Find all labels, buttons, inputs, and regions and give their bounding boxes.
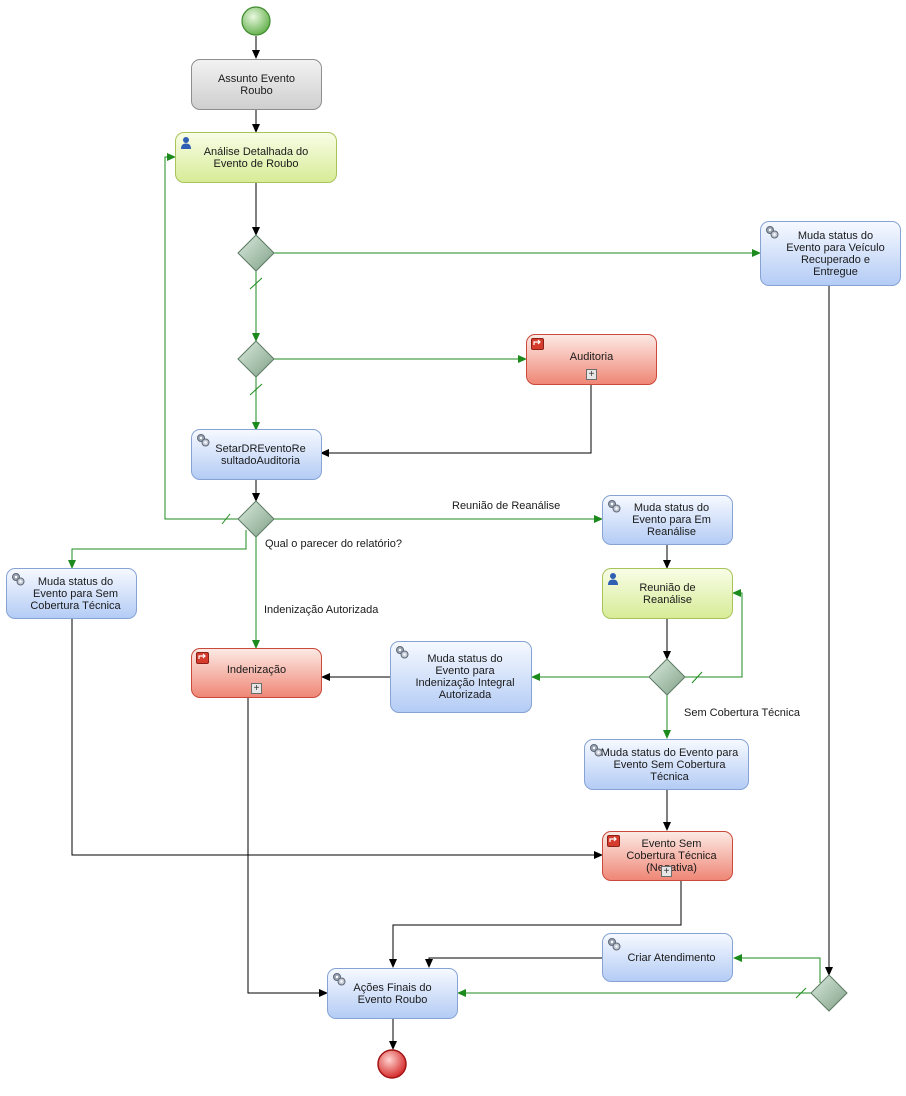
edge-label-indenizacao-autorizada: Indenização Autorizada [264, 604, 379, 616]
call-activity-icon [196, 652, 209, 664]
task-label: Muda status do Evento para Veículo Recup… [786, 229, 885, 278]
subprocess-auditoria[interactable]: Auditoria + [526, 334, 657, 385]
default-marker-gw5 [795, 987, 807, 999]
service-task-icon [396, 646, 409, 659]
task-acoes-finais[interactable]: Ações Finais do Evento Roubo [327, 968, 458, 1019]
task-label: Análise Detalhada do Evento de Roubo [203, 145, 309, 170]
edge-label-qual-parecer: Qual o parecer do relatório? [265, 538, 402, 550]
service-task-icon [608, 938, 621, 951]
user-task-icon [181, 137, 191, 149]
expand-icon[interactable]: + [251, 683, 262, 694]
subprocess-indenizacao[interactable]: Indenização + [191, 648, 322, 698]
service-task-icon [333, 973, 346, 986]
task-label: Ações Finais do Evento Roubo [353, 981, 432, 1006]
task-evento-sem-cobertura[interactable]: Muda status do Evento para Evento Sem Co… [584, 739, 749, 790]
expand-icon[interactable]: + [586, 369, 597, 380]
user-task-icon [608, 573, 618, 585]
flow-criar-acoes [425, 957, 602, 968]
task-label: Indenização [226, 664, 287, 676]
default-marker-gw4 [691, 671, 703, 684]
service-task-icon [197, 434, 210, 447]
default-marker-gw1 [249, 277, 263, 290]
subprocess-evento-sem-cobertura-negativa[interactable]: Evento Sem Cobertura Técnica (Negativa) … [602, 831, 733, 881]
task-setar-dr-evento[interactable]: SetarDREventoRe sultadoAuditoria [191, 429, 322, 480]
edge-label-reuniao-reanalise: Reunião de Reanálise [452, 500, 561, 512]
task-label: Muda status do Evento para Em Reanálise [632, 502, 711, 538]
service-task-icon [590, 744, 603, 757]
task-em-reanalise[interactable]: Muda status do Evento para Em Reanálise [602, 495, 733, 545]
service-task-icon [12, 573, 25, 586]
task-label: Assunto Evento Roubo [217, 72, 296, 97]
task-label: SetarDREventoRe sultadoAuditoria [215, 442, 306, 467]
edge-label-sem-cobertura: Sem Cobertura Técnica [684, 707, 800, 719]
default-marker-gw3 [221, 513, 231, 525]
task-assunto-evento-roubo[interactable]: Assunto Evento Roubo [191, 59, 322, 110]
gateway-1 [237, 234, 275, 272]
start-event [241, 6, 271, 36]
task-analise-detalhada[interactable]: Análise Detalhada do Evento de Roubo [175, 132, 337, 183]
task-label: Auditoria [569, 350, 614, 363]
flow-negativa-acoes [389, 881, 682, 968]
flow-gw3-semcob [68, 530, 247, 569]
call-activity-icon [607, 835, 620, 847]
task-label: Muda status do Evento para Sem Cobertura… [30, 575, 121, 612]
task-label: Muda status do Evento para Evento Sem Co… [600, 746, 739, 783]
flow-indenizacao-acoes [247, 698, 328, 997]
task-label: Evento Sem Cobertura Técnica (Negativa) [626, 838, 717, 874]
gateway-2 [237, 340, 275, 378]
service-task-icon [608, 500, 621, 513]
task-label: Reunião de Reanálise [639, 581, 696, 606]
task-indenizacao-integral[interactable]: Muda status do Evento para Indenização I… [390, 641, 532, 713]
task-label: Muda status do Evento para Indenização I… [415, 653, 515, 701]
gateway-4 [648, 658, 686, 696]
call-activity-icon [531, 338, 544, 350]
task-sem-cobertura-tecnica[interactable]: Muda status do Evento para Sem Cobertura… [6, 568, 137, 619]
flow-gw4-reuniao [685, 589, 743, 678]
gateway-5 [810, 974, 848, 1012]
default-marker-gw2 [249, 383, 263, 396]
service-task-icon [766, 226, 779, 239]
end-event [377, 1049, 407, 1079]
expand-icon[interactable]: + [661, 866, 672, 877]
flow-gw5-criar [733, 954, 821, 983]
task-reuniao-reanalise[interactable]: Reunião de Reanálise [602, 568, 733, 619]
task-criar-atendimento[interactable]: Criar Atendimento [602, 933, 733, 982]
gateway-3 [237, 500, 275, 538]
task-veiculo-recuperado[interactable]: Muda status do Evento para Veículo Recup… [760, 221, 901, 286]
flow-auditoria-setar [320, 385, 592, 457]
flow-semcob-negativa [71, 619, 603, 859]
task-label: Criar Atendimento [627, 951, 716, 964]
flow-gw3-analise [164, 153, 238, 520]
